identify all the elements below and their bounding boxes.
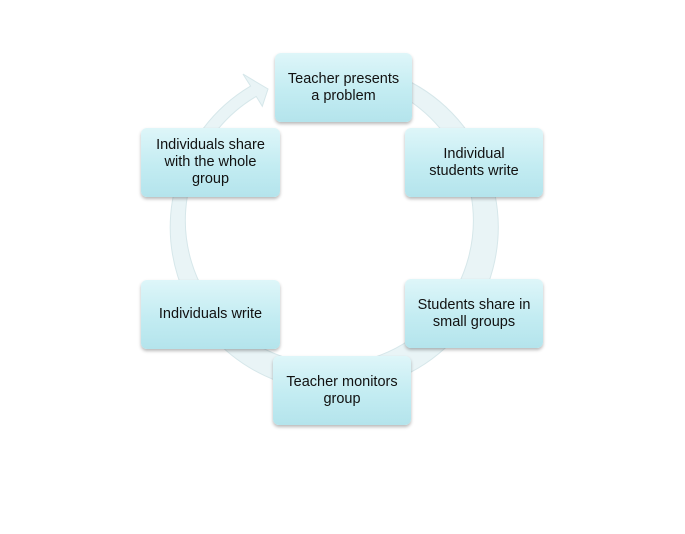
step-individuals-share-whole-group: Individuals share with the whole group (141, 128, 280, 197)
step-individual-students-write: Individual students write (405, 128, 543, 197)
step-students-share-small-groups: Students share in small groups (405, 279, 543, 348)
step-label: Individual students write (429, 145, 519, 179)
step-label: Individuals share with the whole group (156, 137, 265, 187)
step-label: Teacher presents a problem (287, 70, 400, 104)
step-teacher-presents-problem: Teacher presents a problem (275, 53, 412, 122)
step-individuals-write: Individuals write (141, 280, 280, 349)
step-label: Individuals write (158, 306, 263, 322)
step-label: Teacher monitors group (286, 373, 398, 407)
step-teacher-monitors-group: Teacher monitors group (273, 356, 411, 425)
step-label: Students share in small groups (417, 296, 531, 330)
